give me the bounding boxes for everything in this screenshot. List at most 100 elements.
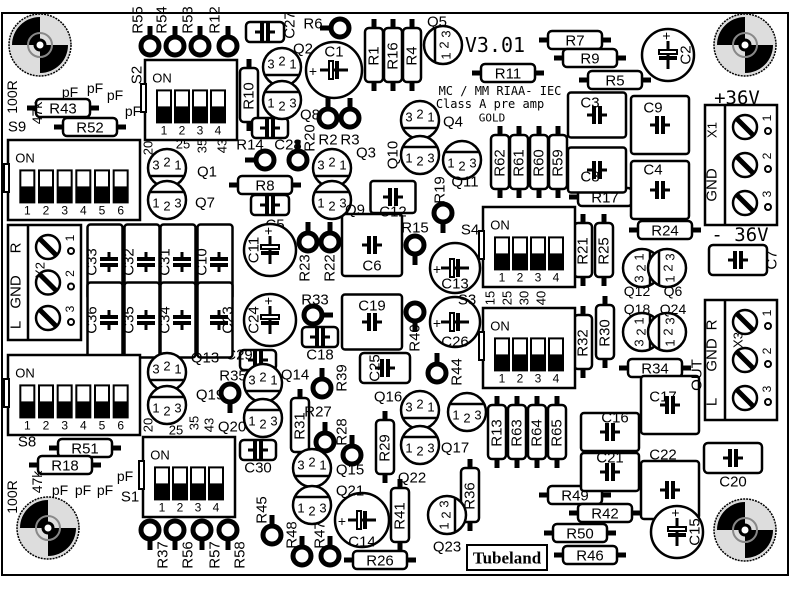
switch-lever[interactable] <box>172 466 188 501</box>
pin-number: 3 <box>437 500 452 507</box>
to92-body: 123 <box>426 494 468 536</box>
jumper-R47: R47 <box>312 521 342 568</box>
pin-number: 2 <box>634 328 649 335</box>
capacitor-C25: C25 <box>358 351 412 385</box>
resistor-label: R30 <box>597 319 614 347</box>
switch-lever[interactable] <box>75 169 92 204</box>
pin-number: 2 <box>416 154 423 169</box>
electrolytic-label: C26 <box>441 334 469 351</box>
terminal-X1: 123 <box>703 103 779 227</box>
electrolytic-label: C1 <box>324 44 343 61</box>
switch-lever[interactable] <box>530 337 546 372</box>
title-line: MC / MM RIAA- IEC <box>439 84 562 98</box>
jumper-label: R37 <box>155 541 172 569</box>
capacitor-symbol <box>255 23 275 41</box>
terminal-label: X2 <box>33 262 48 278</box>
screw-terminal[interactable] <box>731 113 759 141</box>
screw-terminal[interactable] <box>34 269 62 296</box>
switch-lever[interactable] <box>494 236 510 271</box>
on-label: ON <box>152 71 172 86</box>
switch-lever[interactable] <box>94 169 110 204</box>
gnd-label: GND <box>8 275 25 309</box>
capacitor-label: C36 <box>84 306 101 334</box>
pin-number: 2 <box>259 417 266 432</box>
switch-lever[interactable] <box>548 337 564 372</box>
capacitor-label: C21 <box>596 450 624 467</box>
cap-value: 15 <box>483 291 498 305</box>
switch-lever[interactable] <box>208 466 224 501</box>
pin-number: 2 <box>760 347 774 354</box>
switch-lever[interactable] <box>38 169 54 204</box>
cap-value: 25 <box>176 137 190 152</box>
switch-lever[interactable] <box>38 384 54 419</box>
pin-number: 1 <box>152 401 159 416</box>
screw-terminal[interactable] <box>731 151 759 179</box>
jumper-R58: R58 <box>216 518 249 569</box>
resistor-label: R50 <box>566 526 594 543</box>
switch-lever[interactable] <box>192 89 208 124</box>
capacitor-C35: C35 <box>121 281 161 359</box>
switch-lever[interactable] <box>512 236 528 271</box>
switch-lever[interactable] <box>512 337 528 372</box>
jumper-label: R12 <box>207 6 224 34</box>
switch-lever[interactable] <box>190 466 206 501</box>
pin-number: 2 <box>760 152 774 159</box>
switch-lever[interactable] <box>210 89 226 124</box>
screw-terminal[interactable] <box>731 346 759 374</box>
switch-lever[interactable] <box>19 169 36 204</box>
screw-terminal[interactable] <box>731 308 759 336</box>
switch-lever[interactable] <box>154 466 170 501</box>
screw-terminal[interactable] <box>731 189 759 217</box>
resistor-R24: R24 <box>629 219 701 241</box>
jumper-R14: R14 <box>236 137 277 172</box>
screw-terminal[interactable] <box>34 233 62 261</box>
switch-lever[interactable] <box>94 384 110 419</box>
switch-number: 1 <box>161 123 168 137</box>
pin-number: 3 <box>317 158 324 173</box>
switch-lever[interactable] <box>112 384 129 419</box>
switch-lever[interactable] <box>548 236 564 271</box>
switch-lever[interactable] <box>56 384 73 419</box>
switch-lever[interactable] <box>19 384 36 419</box>
jumper-R3: R3 <box>338 98 362 149</box>
switch-number: 3 <box>535 270 542 284</box>
capacitor-label: C22 <box>649 447 677 464</box>
pin-number: 3 <box>760 385 774 392</box>
pin-number: 1 <box>447 156 454 171</box>
switch-lever[interactable] <box>56 169 73 204</box>
switch-label: S9 <box>8 119 26 136</box>
capacitor-C12: C12 <box>369 179 417 221</box>
capacitor-label: C12 <box>379 204 407 221</box>
screw-terminal[interactable] <box>34 304 62 332</box>
jumper-label: R45 <box>254 496 271 524</box>
resistor-label: R64 <box>529 419 546 447</box>
switch-lever[interactable] <box>494 337 510 372</box>
capacitor-label: C30 <box>244 460 272 477</box>
pin-number: 2 <box>163 359 170 374</box>
switch-lever[interactable] <box>75 384 92 419</box>
resistor-label: R34 <box>641 361 669 378</box>
electrolytic-label: C14 <box>348 534 376 551</box>
resistor-label: R13 <box>489 419 506 447</box>
switch-lever[interactable] <box>530 236 546 271</box>
transistor-label: Q23 <box>433 539 461 556</box>
switch-lever[interactable] <box>156 89 172 124</box>
pin-number: 1 <box>452 408 459 423</box>
capacitor-label: C7 <box>764 250 781 269</box>
electrolytic-label: C15 <box>687 518 704 546</box>
jumper-R40: R40 <box>403 300 427 352</box>
title-line: GOLD <box>479 112 506 125</box>
electrolytic-C13: +C13 <box>428 241 482 295</box>
resistor-R30: R30 <box>594 296 616 368</box>
screw-terminal[interactable] <box>731 384 759 412</box>
pin-number: 1 <box>632 317 647 324</box>
switch-lever[interactable] <box>174 89 190 124</box>
switch-lever[interactable] <box>112 169 129 204</box>
pin-number: 2 <box>278 54 285 69</box>
